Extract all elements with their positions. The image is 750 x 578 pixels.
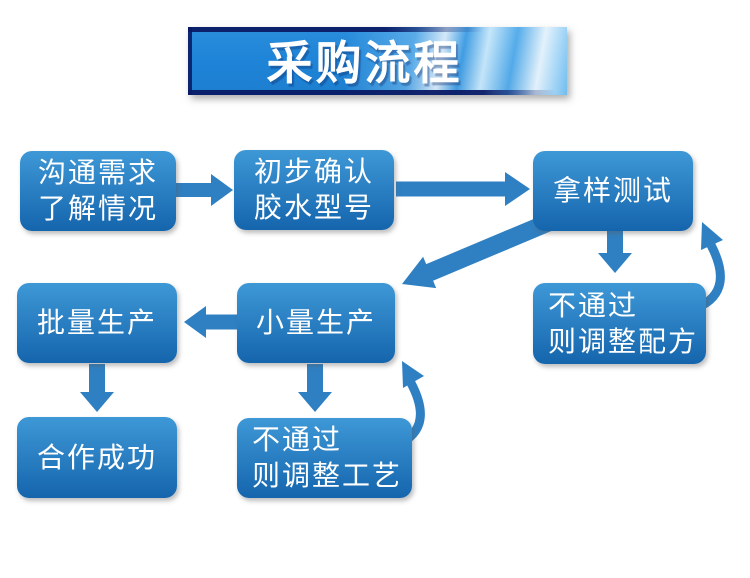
arrow-small-production-to-mass-production xyxy=(184,306,246,338)
arrow-mass-production-to-cooperation-success xyxy=(80,364,114,412)
node-label-line: 了解情况 xyxy=(37,193,158,224)
banner-bottom-edge xyxy=(188,90,567,95)
page-title: 采购流程 xyxy=(266,37,463,89)
banner-left-edge xyxy=(188,27,192,95)
node-label-line: 则调整配方 xyxy=(548,325,699,357)
node-label-line: 不通过 xyxy=(548,289,639,321)
arrow-sample-test-to-small-production xyxy=(402,212,556,289)
node-label-line: 拿样测试 xyxy=(552,175,673,206)
node-cooperation-success: 合作成功 xyxy=(17,417,177,498)
node-confirm-model: 初步确认 胶水型号 xyxy=(234,150,394,230)
water-texture xyxy=(347,27,567,95)
arrow-sample-test-to-adjust-formula xyxy=(598,229,632,273)
node-label-line: 沟通需求 xyxy=(37,157,158,188)
node-label-line: 小量生产 xyxy=(255,307,376,338)
node-label-line: 不通过 xyxy=(252,424,343,455)
node-small-production: 小量生产 xyxy=(237,283,395,363)
banner-top-edge xyxy=(188,27,567,32)
arrow-communicate-to-confirm-model xyxy=(176,174,233,206)
node-label-line: 胶水型号 xyxy=(253,192,374,223)
title-banner: 采购流程 xyxy=(188,27,567,95)
node-communicate: 沟通需求 了解情况 xyxy=(20,151,176,231)
node-sample-test: 拿样测试 xyxy=(533,151,693,231)
node-adjust-formula: 不通过 则调整配方 xyxy=(533,283,706,364)
node-label-line: 批量生产 xyxy=(36,307,157,338)
arrow-confirm-model-to-sample-test xyxy=(396,172,530,206)
node-label-line: 合作成功 xyxy=(36,441,157,473)
arrow-small-production-to-adjust-process xyxy=(298,364,332,412)
node-mass-production: 批量生产 xyxy=(17,283,177,363)
node-adjust-process: 不通过 则调整工艺 xyxy=(237,418,412,498)
node-label-line: 则调整工艺 xyxy=(252,460,403,491)
node-label-line: 初步确认 xyxy=(253,156,374,187)
